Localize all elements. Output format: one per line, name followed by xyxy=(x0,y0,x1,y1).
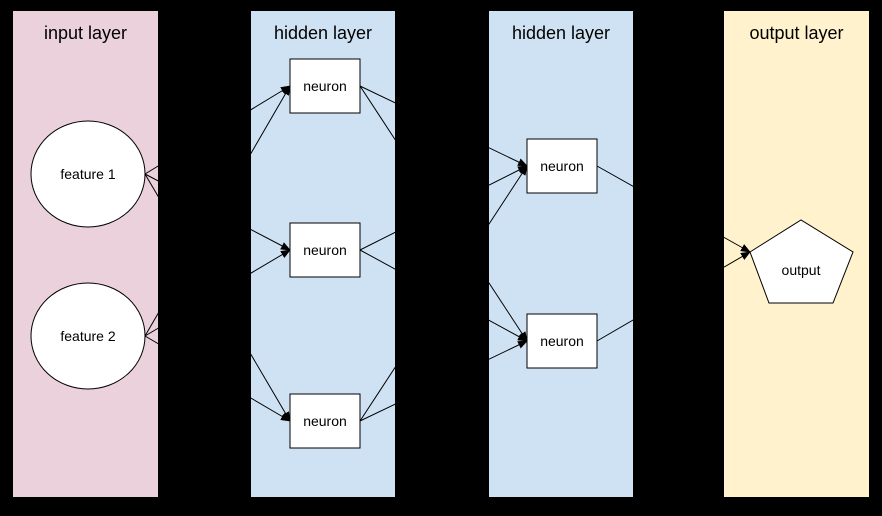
node-label-output: output xyxy=(782,262,821,278)
node-label-neuron-1-1: neuron xyxy=(303,78,347,94)
node-label-neuron-2-1: neuron xyxy=(540,158,584,174)
edge-neuron-1-3-to-neuron-2-2 xyxy=(359,340,528,422)
node-label-neuron-1-3: neuron xyxy=(303,413,347,429)
edge-neuron-1-3-to-neuron-2-1 xyxy=(359,165,528,422)
node-neuron-2-2 xyxy=(526,313,598,369)
node-label-neuron-1-2: neuron xyxy=(303,242,347,258)
edge-feature-1-to-neuron-1-2 xyxy=(144,173,291,251)
node-output xyxy=(749,219,854,304)
layer-panel-input-layer xyxy=(13,11,158,497)
node-label-neuron-2-2: neuron xyxy=(540,333,584,349)
edge-feature-1-to-neuron-1-3 xyxy=(144,173,291,422)
edge-feature-2-to-neuron-1-2 xyxy=(144,249,291,337)
node-neuron-1-2 xyxy=(289,222,361,278)
node-label-feature-1: feature 1 xyxy=(60,166,115,182)
edge-feature-1-to-neuron-1-1 xyxy=(144,85,291,175)
edge-neuron-1-2-to-neuron-2-1 xyxy=(359,165,528,251)
node-feature-1 xyxy=(30,120,146,228)
node-neuron-1-3 xyxy=(289,393,361,449)
panel-title-hidden-layer-2: hidden layer xyxy=(512,23,610,43)
edge-feature-2-to-neuron-1-3 xyxy=(144,335,291,422)
edge-neuron-1-1-to-neuron-2-1 xyxy=(359,85,528,167)
panel-title-input-layer: input layer xyxy=(44,23,127,43)
node-neuron-1-1 xyxy=(289,58,361,114)
panel-title-hidden-layer-1: hidden layer xyxy=(274,23,372,43)
edge-neuron-2-2-to-output xyxy=(596,251,751,342)
node-neuron-2-1 xyxy=(526,138,598,194)
edge-feature-2-to-neuron-1-1 xyxy=(144,85,291,337)
layer-panel-hidden-layer-2 xyxy=(489,11,633,497)
edge-neuron-2-1-to-output xyxy=(596,165,751,253)
edge-neuron-1-2-to-neuron-2-2 xyxy=(359,249,528,342)
node-feature-2 xyxy=(30,282,146,390)
panel-title-output-layer: output layer xyxy=(749,23,843,43)
node-label-feature-2: feature 2 xyxy=(60,328,115,344)
edge-neuron-1-1-to-neuron-2-2 xyxy=(359,85,528,342)
